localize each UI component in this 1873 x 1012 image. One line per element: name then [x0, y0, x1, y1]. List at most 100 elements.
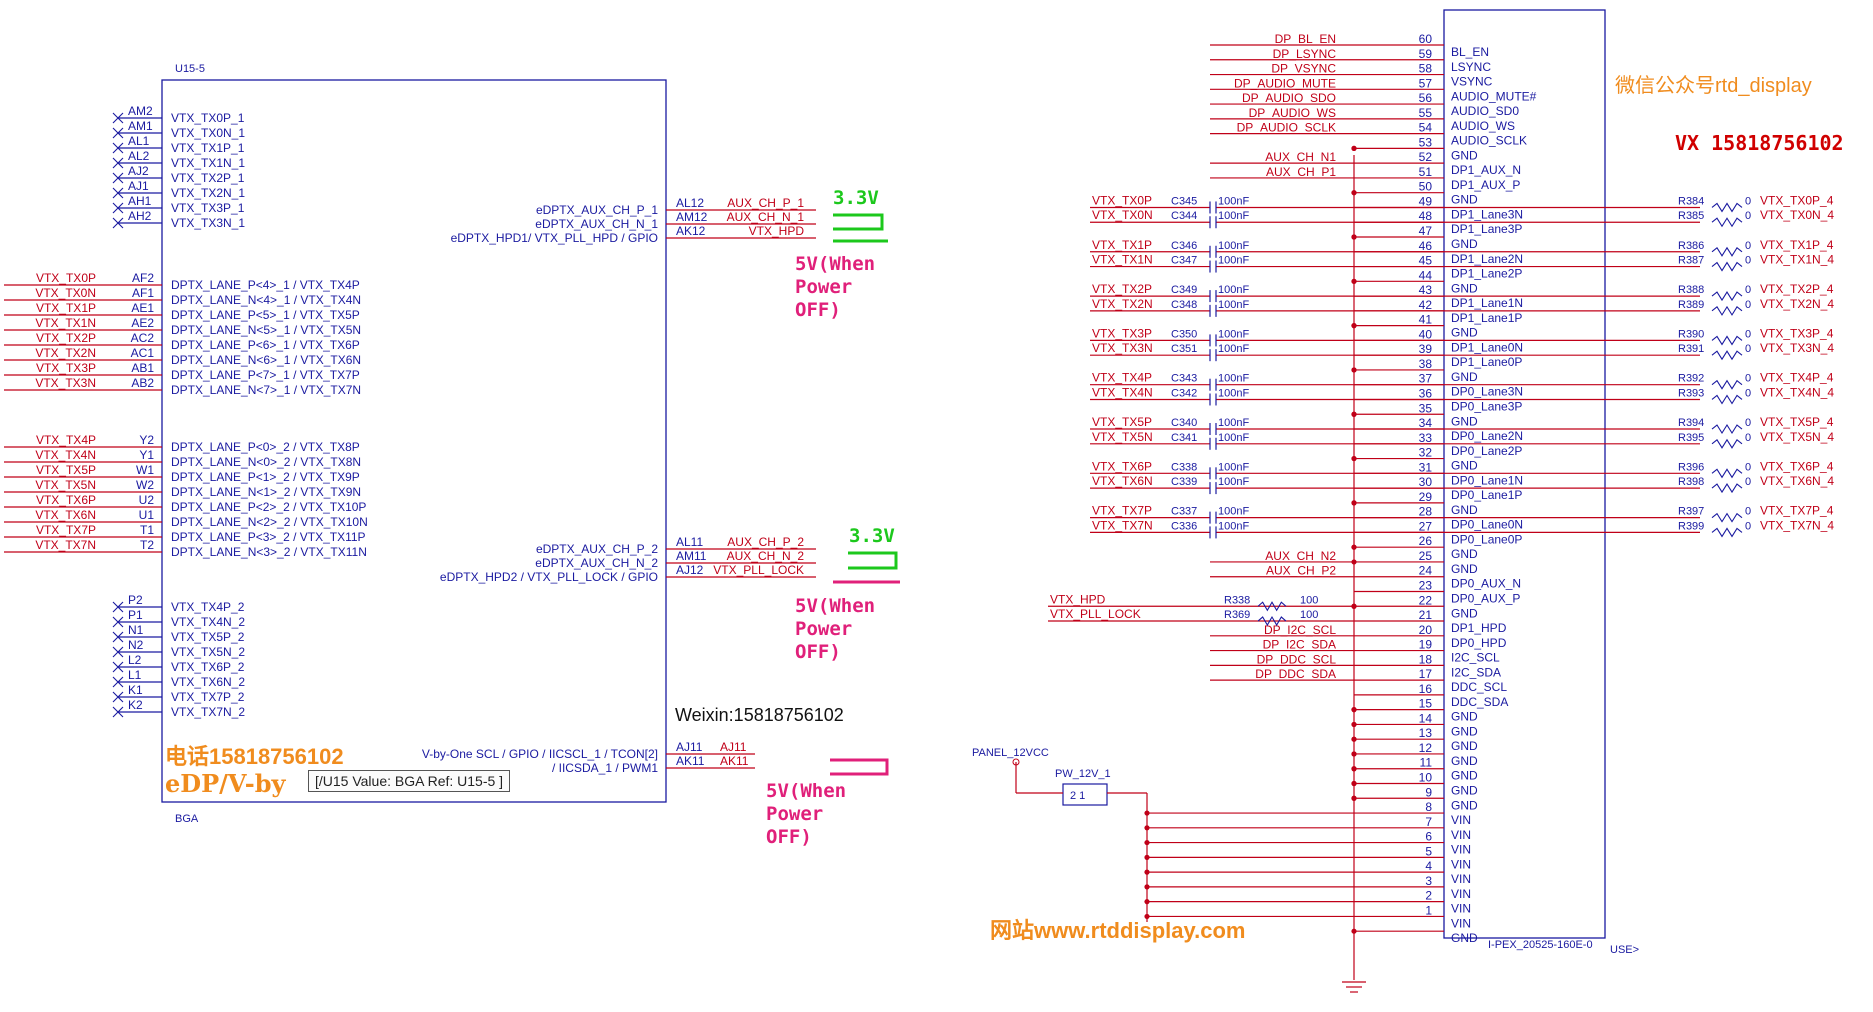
- cap-value: 100nF: [1218, 432, 1249, 444]
- net-label: DP_VSYNC: [1271, 62, 1336, 76]
- ball-number: AM1: [128, 119, 153, 133]
- resistor-ref: R388: [1678, 284, 1704, 296]
- resistor-zigzag: [1711, 394, 1743, 405]
- net-label: VTX_PLL_LOCK: [1050, 607, 1141, 621]
- net-label: AUX_CH_N2: [1265, 549, 1336, 563]
- connector-pin-name: GND: [1451, 931, 1478, 945]
- connector-pin-name: DP1_Lane1N: [1451, 296, 1523, 310]
- no-connect-mark: [112, 616, 124, 628]
- component-tooltip: [/U15 Value: BGA Ref: U15-5 ]: [308, 770, 511, 792]
- cap-ref: C349: [1171, 284, 1197, 296]
- ball-number: AK11: [676, 754, 705, 768]
- cap-value: 100nF: [1218, 417, 1249, 429]
- connector-pin-number: 2: [1425, 889, 1432, 903]
- connector-pin-number: 29: [1419, 490, 1433, 504]
- connector-pin-name: GND: [1451, 739, 1478, 753]
- connector-pin-name: GND: [1451, 724, 1478, 738]
- resistor-ref: R387: [1678, 255, 1704, 267]
- connector-pin-number: 4: [1425, 859, 1432, 873]
- connector-pin-number: 54: [1419, 121, 1433, 135]
- no-connect-mark: [112, 187, 124, 199]
- no-connect-mark: [112, 172, 124, 184]
- pin-name: V-by-One SCL / GPIO / IICSCL_1 / TCON[2]: [422, 747, 658, 761]
- cap-ref: C338: [1171, 461, 1197, 473]
- connector-pin-name: DP0_Lane3P: [1451, 399, 1522, 413]
- pin-name: DPTX_LANE_P<2>_2 / VTX_TX10P: [171, 500, 366, 514]
- ball-number: N1: [128, 623, 144, 637]
- pin-name: eDPTX_HPD2 / VTX_PLL_LOCK / GPIO: [440, 570, 658, 584]
- cap-ref: C340: [1171, 417, 1197, 429]
- net-label: VTX_TX0P: [36, 271, 96, 285]
- junction-dot: [1144, 825, 1150, 831]
- resistor-ref: R386: [1678, 240, 1704, 252]
- connector-pin-name: VIN: [1451, 887, 1471, 901]
- connector-pin-name: DP0_HPD: [1451, 636, 1507, 650]
- connector-pin-name: GND: [1451, 547, 1478, 561]
- pin-name: VTX_TX6N_2: [171, 675, 245, 689]
- resistor-zigzag: [1711, 217, 1743, 228]
- connector-pin-number: 50: [1419, 180, 1433, 194]
- cap-ref: C351: [1171, 343, 1197, 355]
- ball-number: AL12: [676, 196, 704, 210]
- connector-pin-name: DP1_Lane2P: [1451, 267, 1522, 281]
- junction-dot: [1351, 411, 1357, 417]
- connector-pin-number: 11: [1420, 756, 1433, 770]
- no-connect-mark: [112, 127, 124, 139]
- junction-dot: [1144, 913, 1150, 920]
- connector-pin-name: GND: [1451, 193, 1478, 207]
- note-off: OFF): [766, 826, 812, 848]
- pin-name: DPTX_LANE_N<4>_1 / VTX_TX4N: [171, 293, 361, 307]
- note-power: Power: [795, 618, 852, 640]
- connector-pin-name: GND: [1451, 798, 1478, 812]
- fuse-ref: PW_12V_1: [1055, 768, 1111, 780]
- net-label: DP_AUDIO_WS: [1249, 106, 1336, 120]
- connector-pin-name: DP1_HPD: [1451, 621, 1507, 635]
- net-label: VTX_TX3P: [36, 361, 96, 375]
- resistor-value: 0: [1745, 461, 1751, 473]
- connector-pin-number: 42: [1419, 298, 1433, 312]
- pin-name: DPTX_LANE_N<6>_1 / VTX_TX6N: [171, 353, 361, 367]
- connector-pin-name: DP1_AUX_P: [1451, 178, 1520, 192]
- connector-pin-name: DP0_Lane1P: [1451, 488, 1522, 502]
- net-label: AUX_CH_P2: [1266, 564, 1336, 578]
- ball-number: AL1: [128, 134, 150, 148]
- net-label: VTX_TX5N: [1092, 430, 1153, 444]
- connector-pin-number: 49: [1419, 194, 1433, 208]
- net-label: VTX_TX7N_4: [1760, 518, 1834, 532]
- net-label: VTX_TX2N: [35, 346, 96, 360]
- net-label: VTX_TX6N: [1092, 474, 1153, 488]
- marker-3v3-1: [833, 213, 888, 243]
- resistor-zigzag: [1711, 305, 1743, 316]
- connector-pin-number: 28: [1419, 505, 1433, 519]
- resistor-zigzag: [1711, 335, 1743, 346]
- note-power: Power: [766, 803, 823, 825]
- connector-pin-name: DP1_Lane0P: [1451, 355, 1522, 369]
- pin-name: VTX_TX5P_2: [171, 630, 245, 644]
- cap-ref: C339: [1171, 476, 1197, 488]
- connector-pin-number: 10: [1419, 771, 1433, 785]
- ball-number: AM12: [676, 210, 708, 224]
- net-label: VTX_TX1P: [1092, 238, 1152, 252]
- no-connect-mark: [112, 706, 124, 718]
- resistor-value: 0: [1745, 284, 1751, 296]
- junction-dot: [1144, 810, 1150, 816]
- cap-ref: C336: [1171, 520, 1197, 532]
- resistor-value: 0: [1745, 195, 1751, 207]
- cap-value: 100nF: [1218, 328, 1249, 340]
- net-label: VTX_TX5P: [36, 463, 96, 477]
- resistor-ref: R392: [1678, 373, 1704, 385]
- junction-dot: [1351, 367, 1357, 373]
- resistor-zigzag: [1711, 438, 1743, 449]
- resistor-zigzag: [1711, 527, 1743, 538]
- connector-pin-number: 12: [1419, 741, 1433, 755]
- pin-name: VTX_TX7P_2: [171, 690, 245, 704]
- connector-pin-name: GND: [1451, 326, 1478, 340]
- junction-dot: [1351, 500, 1357, 506]
- pin-name: VTX_TX1N_1: [171, 156, 245, 170]
- resistor-ref: R338: [1224, 594, 1250, 606]
- cap-value: 100nF: [1218, 387, 1249, 399]
- ball-number: AF1: [132, 286, 154, 300]
- net-label: VTX_TX4N_4: [1760, 385, 1834, 399]
- rail-port: [1012, 758, 1020, 766]
- connector-pin-name: DP0_Lane3N: [1451, 385, 1523, 399]
